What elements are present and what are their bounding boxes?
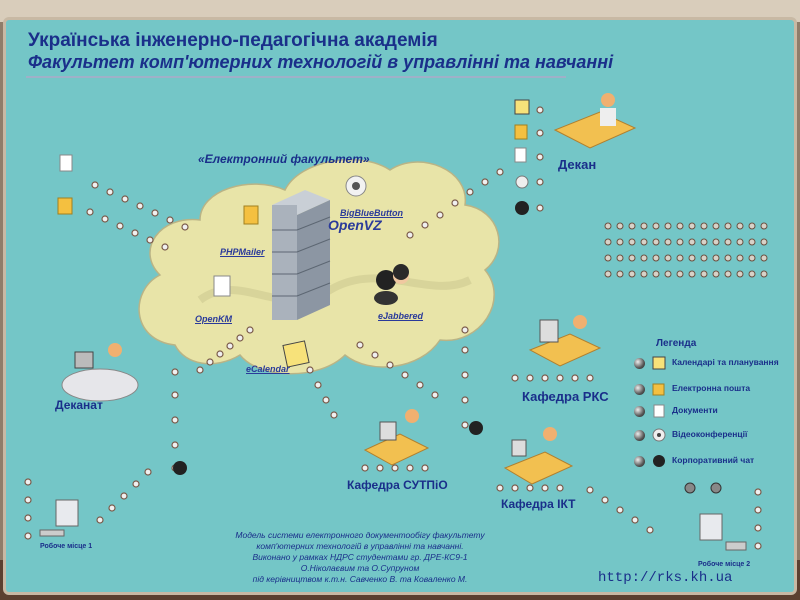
workplace2-pc-icon bbox=[699, 513, 747, 551]
toggle-knob bbox=[710, 482, 722, 494]
webcam-icon bbox=[515, 175, 529, 189]
rks-desk-icon bbox=[528, 315, 602, 367]
cloud-title: «Електронний факультет» bbox=[198, 152, 370, 166]
calendar-icon bbox=[514, 99, 530, 115]
node-dekanat: Деканат bbox=[55, 398, 103, 412]
legend-title: Легенда bbox=[656, 338, 697, 349]
legend-row-documents: Документи bbox=[626, 404, 786, 424]
node-workplace1: Робоче місце 1 bbox=[40, 543, 93, 550]
calendar-icon bbox=[652, 356, 666, 370]
document-icon bbox=[514, 147, 527, 163]
document-icon bbox=[653, 404, 665, 418]
chat-icon bbox=[515, 201, 529, 215]
calendar-note-icon bbox=[282, 340, 310, 368]
node-kafedra-sutpio: Кафедра СУТПіО bbox=[347, 478, 448, 492]
node-workplace2: Робоче місце 2 bbox=[698, 561, 751, 568]
node-kafedra-rks: Кафедра РКС bbox=[522, 389, 609, 404]
ikt-desk-icon bbox=[503, 427, 574, 485]
poster-caption: Модель системи електронного документообі… bbox=[235, 530, 485, 584]
server-rack-icon bbox=[272, 190, 331, 320]
openvz-label: OpenVZ bbox=[328, 218, 382, 233]
mail-icon bbox=[652, 383, 665, 396]
legend-row-mail: Електронна пошта bbox=[626, 382, 786, 402]
poster-url: http://rks.kh.ua bbox=[598, 570, 733, 586]
folder-icon bbox=[57, 197, 73, 215]
service-openkm: OpenKM bbox=[195, 314, 232, 324]
chat-icon bbox=[653, 455, 665, 467]
sutpio-desk-icon bbox=[363, 409, 430, 466]
service-phpmailer: PHPMailer bbox=[220, 247, 265, 257]
document-icon bbox=[213, 275, 231, 297]
indicator-grid bbox=[604, 222, 768, 278]
legend-row-chat: Корпоративний чат bbox=[626, 454, 786, 474]
service-ejabbered: eJabbered bbox=[378, 311, 424, 321]
node-dekan: Декан bbox=[558, 157, 597, 172]
toggle-knob bbox=[684, 482, 696, 494]
legend-row-calendar: Календарі та планування bbox=[626, 356, 786, 376]
dekan-desk-icon bbox=[553, 93, 637, 149]
poster-title-line1: Українська інженерно-педагогічна академі… bbox=[28, 30, 438, 51]
service-ecalendar: eCalendar bbox=[246, 364, 290, 374]
legend: Легенда Календарі та планування Електрон… bbox=[626, 338, 786, 478]
workplace1-pc-icon bbox=[39, 499, 79, 537]
mail-folder-icon bbox=[243, 205, 259, 225]
service-bigbluebutton: BigBlueButton bbox=[340, 208, 403, 218]
webcam-icon bbox=[652, 428, 666, 442]
chat-icon bbox=[469, 421, 483, 435]
chat-icon bbox=[173, 461, 187, 475]
poster-title-line2: Факультет комп'ютерних технологій в упра… bbox=[28, 52, 614, 72]
document-icon bbox=[59, 154, 73, 172]
legend-row-video: Відеоконференції bbox=[626, 428, 786, 448]
node-kafedra-ikt: Кафедра ІКТ bbox=[501, 497, 576, 511]
title-underline bbox=[26, 76, 566, 78]
mail-icon bbox=[514, 124, 528, 140]
chat-users-icon bbox=[374, 264, 409, 305]
dekanat-desk-icon bbox=[61, 343, 139, 402]
